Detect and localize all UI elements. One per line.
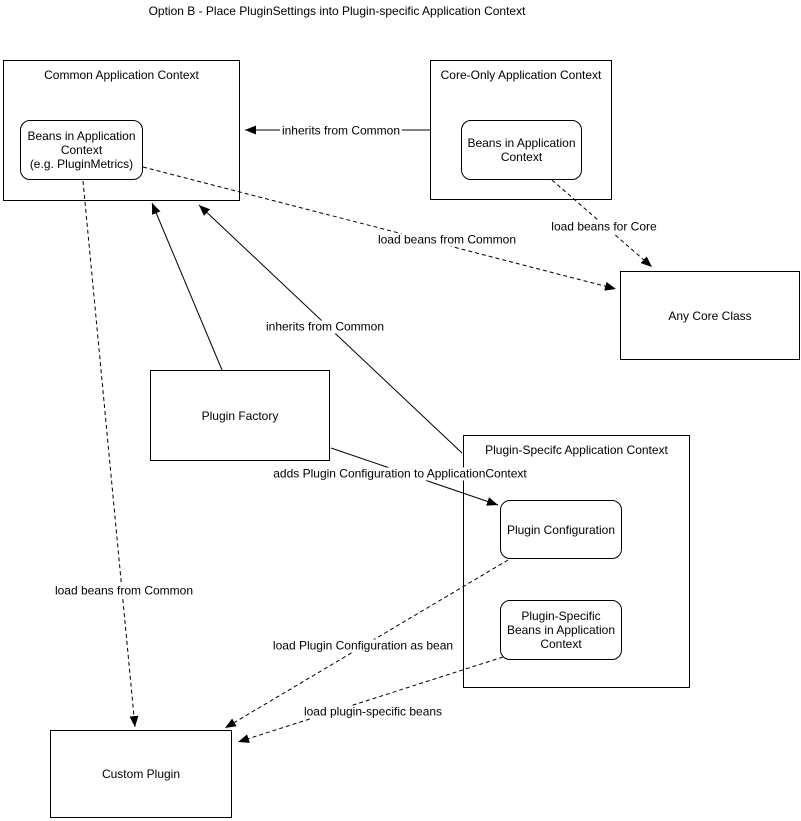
node-plugin-specific-beans-line2: Beans in Application	[506, 623, 616, 637]
edge-label-inherits-from-common-top: inherits from Common	[279, 123, 403, 138]
node-plugin-configuration: Plugin Configuration	[500, 500, 622, 559]
diagram-title: Option B - Place PluginSettings into Plu…	[148, 4, 526, 18]
edge-label-line: inherits from	[281, 123, 348, 138]
edge-label-load-beans-from-common-to-plugin: load beans from Common	[52, 583, 196, 598]
edge-label-inherits-from-common-plugin: inherits from Common	[263, 319, 387, 334]
node-plugin-factory-label: Plugin Factory	[201, 408, 279, 423]
edge-label-adds-plugin-configuration: adds Plugin Configuration to Application…	[271, 466, 529, 481]
node-core-beans-line1: Beans in Application	[467, 136, 576, 150]
edge-load-beans-from-common-to-plugin	[82, 180, 139, 728]
node-common-beans-line1: Beans in Application	[27, 129, 136, 143]
node-core-beans: Beans in Application Context	[461, 120, 582, 180]
node-common-beans-line3: (e.g. PluginMetrics)	[29, 157, 134, 171]
edge-label-load-beans-from-common-to-core: load beans from Common	[375, 232, 519, 247]
node-common-beans-line2: Context	[60, 143, 103, 157]
edge-label-load-beans-for-core: load beans for Core	[549, 219, 659, 234]
node-plugin-specific-beans: Plugin-Specific Beans in Application Con…	[500, 600, 622, 660]
node-plugin-specific-application-context-label: Plugin-Specifc Application Context	[485, 443, 668, 457]
node-common-beans: Beans in Application Context (e.g. Plugi…	[20, 120, 143, 180]
node-plugin-factory: Plugin Factory	[150, 370, 330, 461]
edge-label-load-plugin-specific-beans: load plugin-specific beans	[301, 704, 445, 719]
node-any-core-class-label: Any Core Class	[668, 308, 752, 323]
edge-label-load-plugin-configuration-as-bean: load Plugin Configuration as bean	[270, 638, 456, 653]
node-any-core-class: Any Core Class	[620, 271, 800, 360]
node-custom-plugin: Custom Plugin	[50, 730, 232, 818]
node-common-application-context-label: Common Application Context	[44, 68, 199, 82]
node-plugin-specific-beans-line3: Context	[540, 637, 582, 651]
node-core-beans-line2: Context	[500, 150, 543, 164]
node-plugin-configuration-label: Plugin Configuration	[506, 522, 616, 537]
edge-plugin-factory-to-common	[151, 202, 223, 371]
node-plugin-specific-beans-line1: Plugin-Specific	[521, 609, 601, 623]
edge-label-line: Common	[351, 123, 401, 138]
node-custom-plugin-label: Custom Plugin	[101, 767, 181, 781]
node-core-only-application-context-label: Core-Only Application Context	[440, 68, 602, 82]
